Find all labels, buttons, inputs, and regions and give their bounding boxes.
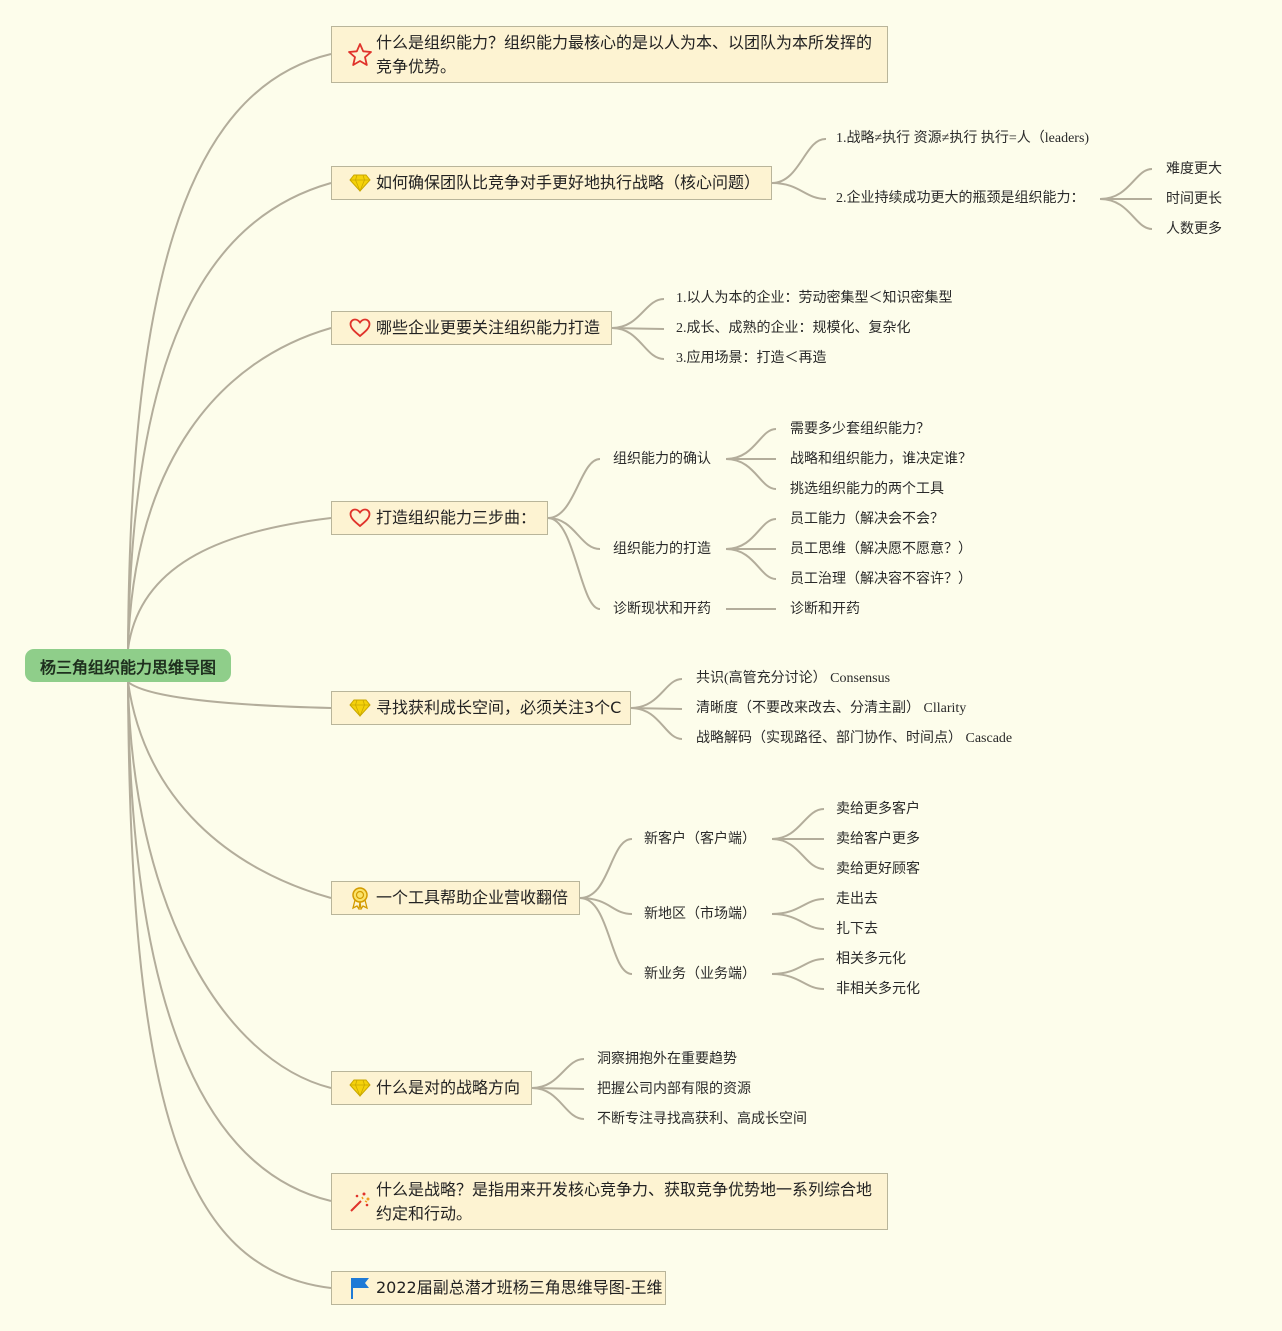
star-icon: [346, 41, 374, 69]
subtopic[interactable]: 1.以人为本的企业：劳动密集型＜知识密集型: [676, 291, 953, 306]
subtopic-leaf[interactable]: 相关多元化: [836, 951, 906, 967]
medal-icon: [346, 884, 374, 912]
subtopic[interactable]: 诊断现状和开药: [613, 601, 711, 617]
topic-what-is-org-capability[interactable]: 什么是组织能力？组织能力最核心的是以人为本、以团队为本所发挥的竞争优势。: [331, 26, 888, 83]
heart-icon: [346, 314, 374, 342]
subtopic[interactable]: 战略解码（实现路径、部门协作、时间点） Cascade: [696, 731, 1013, 746]
subtopic-leaf[interactable]: 挑选组织能力的两个工具: [790, 481, 944, 497]
subtopic[interactable]: 组织能力的确认: [613, 451, 711, 467]
topic-three-steps[interactable]: 打造组织能力三步曲：: [331, 501, 548, 535]
topic-label: 打造组织能力三步曲：: [376, 508, 537, 527]
subtopic-leaf[interactable]: 卖给更好顾客: [836, 861, 920, 877]
topic-label: 什么是组织能力？组织能力最核心的是以人为本、以团队为本所发挥的竞争优势。: [376, 32, 873, 76]
subtopic-leaf[interactable]: 战略和组织能力，谁决定谁？: [790, 451, 972, 467]
diamond-icon: [346, 694, 374, 722]
subtopic-leaf[interactable]: 非相关多元化: [836, 981, 920, 997]
subtopic-leaf[interactable]: 需要多少套组织能力？: [790, 421, 930, 437]
topic-which-companies[interactable]: 哪些企业更要关注组织能力打造: [331, 311, 612, 345]
topic-label: 寻找获利成长空间，必须关注3个C: [376, 698, 622, 717]
topic-author[interactable]: 2022届副总潜才班杨三角思维导图-王维: [331, 1271, 666, 1305]
subtopic-leaf[interactable]: 员工思维（解决愿不愿意？）: [790, 541, 972, 557]
diamond-icon: [346, 1074, 374, 1102]
topic-what-is-strategy[interactable]: 什么是战略？是指用来开发核心竞争力、获取竞争优势地一系列综合地约定和行动。: [331, 1173, 888, 1230]
sparkle-icon: [346, 1188, 374, 1216]
subtopic-leaf[interactable]: 时间更长: [1166, 191, 1222, 207]
subtopic[interactable]: 2.成长、成熟的企业：规模化、复杂化: [676, 321, 911, 336]
subtopic[interactable]: 3.应用场景：打造＜再造: [676, 351, 827, 366]
diamond-icon: [346, 169, 374, 197]
topic-label: 一个工具帮助企业营收翻倍: [376, 888, 569, 907]
topic-label: 什么是对的战略方向: [376, 1078, 521, 1097]
subtopic[interactable]: 1.战略≠执行 资源≠执行 执行=人（leaders): [836, 131, 1090, 146]
subtopic[interactable]: 不断专注寻找高获利、高成长空间: [597, 1111, 807, 1127]
topic-label: 2022届副总潜才班杨三角思维导图-王维: [376, 1278, 663, 1297]
subtopic-leaf[interactable]: 走出去: [836, 891, 878, 907]
subtopic[interactable]: 新客户（客户端）: [644, 831, 756, 847]
subtopic[interactable]: 把握公司内部有限的资源: [597, 1081, 751, 1097]
subtopic-leaf[interactable]: 卖给更多客户: [836, 801, 920, 817]
subtopic-leaf[interactable]: 扎下去: [836, 921, 878, 937]
heart-icon: [346, 504, 374, 532]
topic-right-direction[interactable]: 什么是对的战略方向: [331, 1071, 532, 1105]
subtopic[interactable]: 2.企业持续成功更大的瓶颈是组织能力：: [836, 191, 1085, 206]
topic-label: 什么是战略？是指用来开发核心竞争力、获取竞争优势地一系列综合地约定和行动。: [376, 1179, 873, 1223]
subtopic-leaf[interactable]: 员工能力（解决会不会？: [790, 511, 944, 527]
subtopic-leaf[interactable]: 人数更多: [1166, 221, 1222, 237]
subtopic-leaf[interactable]: 诊断和开药: [790, 601, 860, 617]
subtopic[interactable]: 新业务（业务端）: [644, 966, 756, 982]
topic-three-c[interactable]: 寻找获利成长空间，必须关注3个C: [331, 691, 631, 725]
subtopic-leaf[interactable]: 卖给客户更多: [836, 831, 920, 847]
topic-revenue-tool[interactable]: 一个工具帮助企业营收翻倍: [331, 881, 580, 915]
topic-label: 如何确保团队比竞争对手更好地执行战略（核心问题）: [376, 173, 761, 192]
subtopic[interactable]: 洞察拥抱外在重要趋势: [597, 1051, 737, 1067]
topic-label: 哪些企业更要关注组织能力打造: [376, 318, 601, 337]
root-topic[interactable]: 杨三角组织能力思维导图: [25, 649, 231, 682]
subtopic-leaf[interactable]: 难度更大: [1166, 161, 1222, 177]
subtopic[interactable]: 新地区（市场端）: [644, 906, 756, 922]
subtopic[interactable]: 共识(高管充分讨论） Consensus: [696, 671, 891, 686]
topic-execute-strategy[interactable]: 如何确保团队比竞争对手更好地执行战略（核心问题）: [331, 166, 772, 200]
subtopic-leaf[interactable]: 员工治理（解决容不容许？）: [790, 571, 972, 587]
subtopic[interactable]: 清晰度（不要改来改去、分清主副） Cllarity: [696, 701, 967, 716]
flag-icon: [346, 1274, 374, 1302]
subtopic[interactable]: 组织能力的打造: [613, 541, 711, 557]
